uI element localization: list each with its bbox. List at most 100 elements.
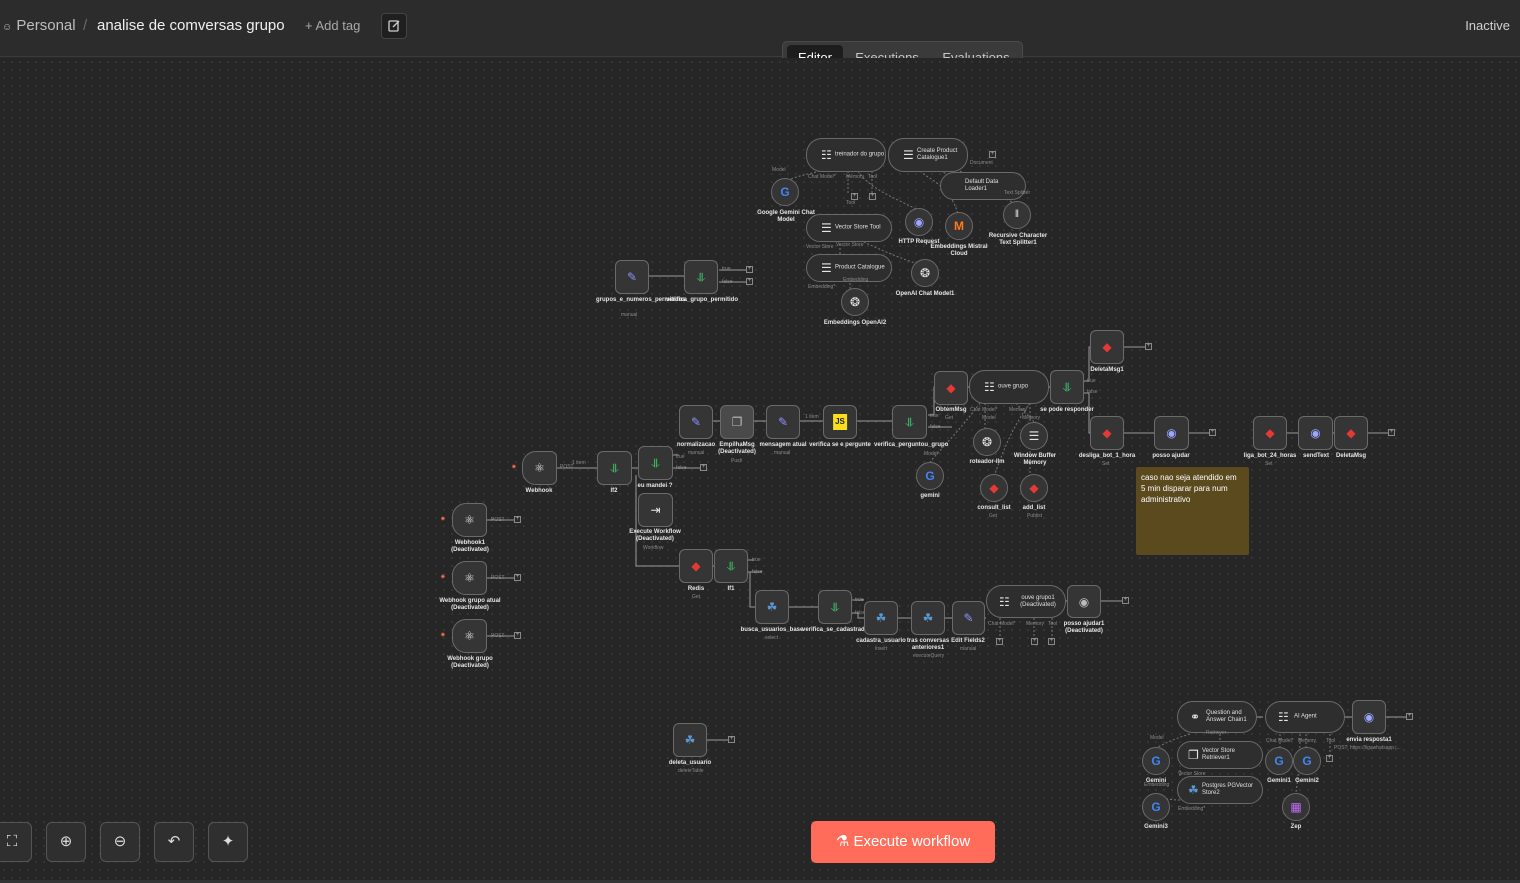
node-posso-ajudar[interactable]: ◉ bbox=[1154, 416, 1189, 450]
node-grupos-e-numeros[interactable]: ✎ bbox=[615, 260, 649, 294]
node-sendtext[interactable]: ◉ bbox=[1298, 416, 1333, 450]
node-normalizacao[interactable]: ✎ bbox=[679, 405, 713, 439]
add-node-button[interactable]: + bbox=[514, 632, 521, 639]
node-gemini1[interactable]: G bbox=[1265, 747, 1293, 775]
node-window-buffer-memory[interactable]: ☰ bbox=[1020, 422, 1048, 450]
node-postgres-pgvector[interactable]: ☘ Postgres PGVector Store2 bbox=[1177, 776, 1263, 804]
node-webhook1[interactable]: ⚛ bbox=[452, 503, 487, 537]
node-tras-conversas[interactable]: ☘ bbox=[911, 601, 945, 635]
node-zep[interactable]: ▦ bbox=[1282, 793, 1310, 821]
add-node-button[interactable]: + bbox=[996, 638, 1003, 645]
node-obtemmsg[interactable]: ◆ bbox=[934, 371, 968, 405]
node-posso-ajudar1[interactable]: ◉ bbox=[1067, 585, 1101, 618]
workflow-status[interactable]: Inactive bbox=[1465, 18, 1510, 33]
node-recursive-splitter[interactable]: ‖ bbox=[1003, 201, 1031, 229]
execute-workflow-button[interactable]: ⚗ Execute workflow bbox=[811, 821, 995, 863]
add-node-button[interactable]: + bbox=[514, 516, 521, 523]
undo-button[interactable]: ↶ bbox=[154, 822, 194, 862]
node-gemini-model[interactable]: G bbox=[916, 462, 944, 490]
node-liga-bot[interactable]: ◆ bbox=[1253, 416, 1287, 450]
add-node-button[interactable]: + bbox=[746, 266, 753, 273]
node-deletamsg1[interactable]: ◆ bbox=[1090, 330, 1124, 364]
node-eu-mandei[interactable]: ⥥ bbox=[638, 446, 673, 480]
node-default-data-loader[interactable]: Default Data Loader1 bbox=[940, 172, 1026, 200]
node-create-product-catalogue[interactable]: ☰ Create Product Catalogue1 bbox=[888, 138, 968, 172]
node-verifica-se-e-pergunte[interactable]: JS bbox=[823, 405, 857, 439]
add-node-button[interactable]: + bbox=[1388, 429, 1395, 436]
node-verifica-se-cadastrado[interactable]: ⥥ bbox=[818, 590, 852, 624]
node-add-list[interactable]: ◆ bbox=[1020, 474, 1048, 502]
node-ouve-grupo[interactable]: ☷ ouve grupo bbox=[969, 370, 1049, 404]
workflow-title[interactable]: analise de comversas grupo bbox=[97, 17, 285, 34]
node-openai-chat-model[interactable]: ❂ bbox=[911, 259, 939, 287]
cube-icon: ❐ bbox=[1188, 748, 1199, 762]
workflow-canvas[interactable] bbox=[0, 58, 1520, 880]
node-gemini2[interactable]: G bbox=[1293, 747, 1321, 775]
node-embeddings-mistral[interactable]: M bbox=[945, 212, 973, 240]
node-gemini3[interactable]: G bbox=[1142, 793, 1170, 821]
node-http-request[interactable]: ◉ bbox=[905, 208, 933, 236]
add-node-button[interactable]: + bbox=[1031, 638, 1038, 645]
add-tag-button[interactable]: + Add tag bbox=[305, 18, 361, 33]
node-ai-agent[interactable]: ☷ AI Agent bbox=[1265, 701, 1345, 733]
breadcrumb-personal[interactable]: ☺ Personal bbox=[2, 17, 76, 34]
node-gemini-n[interactable]: G bbox=[1142, 747, 1170, 775]
node-vector-store-retriever[interactable]: ❐ Vector Store Retriever1 bbox=[1177, 741, 1263, 769]
node-treinador[interactable]: ☷ treinador do grupo bbox=[806, 138, 886, 172]
zoom-out-button[interactable]: ⊖ bbox=[100, 822, 140, 862]
add-node-button[interactable]: + bbox=[746, 278, 753, 285]
node-consult-list[interactable]: ◆ bbox=[980, 474, 1008, 502]
add-tool-button[interactable]: + bbox=[869, 193, 876, 200]
top-bar: ☺ Personal / analise de comversas grupo … bbox=[0, 0, 1520, 57]
webhook-icon: ⚛ bbox=[464, 629, 475, 643]
add-tool-button[interactable]: + bbox=[1326, 755, 1333, 762]
node-verifica-perguntou-grupo[interactable]: ⥥ bbox=[892, 405, 927, 439]
node-cadastra-usuario[interactable]: ☘ bbox=[864, 601, 898, 635]
node-deletamsg[interactable]: ◆ bbox=[1334, 416, 1368, 450]
node-gemini-chat-model[interactable]: G bbox=[771, 178, 799, 206]
add-memory-button[interactable]: + bbox=[851, 193, 858, 200]
trigger-bolt-icon: ✷ bbox=[511, 464, 517, 471]
sticky-note[interactable]: caso nao seja atendido em 5 min disparar… bbox=[1136, 467, 1249, 555]
zoom-in-button[interactable]: ⊕ bbox=[46, 822, 86, 862]
node-envia-resposta[interactable]: ◉ bbox=[1352, 700, 1386, 734]
google-icon: G bbox=[1151, 754, 1161, 768]
node-if2[interactable]: ⥥ bbox=[597, 451, 632, 485]
node-verifica-grupo-permitido[interactable]: ⥥ bbox=[684, 260, 718, 294]
node-embeddings-openai[interactable]: ❂ bbox=[841, 288, 869, 316]
node-busca-usuarios-base[interactable]: ☘ bbox=[755, 590, 789, 624]
node-mensagem-atual[interactable]: ✎ bbox=[766, 405, 800, 439]
split-icon: ‖ bbox=[1014, 209, 1020, 220]
fit-view-button[interactable]: ⛶ bbox=[0, 822, 32, 862]
edit-icon bbox=[388, 20, 400, 32]
node-webhook-grupo[interactable]: ⚛ bbox=[452, 619, 487, 653]
add-node-button[interactable]: + bbox=[514, 574, 521, 581]
node-empilhamsg[interactable]: ❐ bbox=[720, 405, 754, 439]
node-if1[interactable]: ⥥ bbox=[714, 549, 748, 583]
add-node-button[interactable]: + bbox=[1122, 597, 1129, 604]
openai-icon: ❂ bbox=[981, 435, 993, 449]
add-node-button[interactable]: + bbox=[1406, 713, 1413, 720]
tidy-up-button[interactable]: ✦ bbox=[208, 822, 248, 862]
edit-description-button[interactable] bbox=[381, 13, 407, 39]
add-node-button[interactable]: + bbox=[1145, 343, 1152, 350]
node-webhook[interactable]: ⚛ bbox=[522, 451, 557, 485]
node-roteador-llm[interactable]: ❂ bbox=[973, 428, 1001, 456]
node-ouve-grupo1[interactable]: ☷ ouve grupo1 (Deactivated) bbox=[986, 585, 1066, 618]
node-desliga-bot[interactable]: ◆ bbox=[1090, 416, 1124, 450]
node-vector-store-tool[interactable]: ☰ Vector Store Tool bbox=[806, 214, 892, 242]
add-node-button[interactable]: + bbox=[700, 464, 707, 471]
add-node-button[interactable]: + bbox=[1048, 638, 1055, 645]
node-product-catalogue[interactable]: ☰ Product Catalogue bbox=[806, 254, 892, 282]
add-node-button[interactable]: + bbox=[728, 736, 735, 743]
node-se-pode-responder[interactable]: ⥥ bbox=[1050, 370, 1084, 404]
node-deleta-usuario[interactable]: ☘ bbox=[673, 723, 707, 757]
node-webhook-grupo-atual[interactable]: ⚛ bbox=[452, 561, 487, 595]
add-node-button[interactable]: + bbox=[1209, 429, 1216, 436]
postgres-icon: ☘ bbox=[766, 600, 778, 614]
node-qa-chain[interactable]: ⚭ Question and Answer Chain1 bbox=[1177, 701, 1257, 733]
add-node-button[interactable]: + bbox=[989, 151, 996, 158]
node-redis[interactable]: ◆ bbox=[679, 549, 713, 583]
node-edit-fields2[interactable]: ✎ bbox=[952, 601, 985, 635]
node-execute-workflow[interactable]: ⇥ bbox=[638, 493, 673, 527]
